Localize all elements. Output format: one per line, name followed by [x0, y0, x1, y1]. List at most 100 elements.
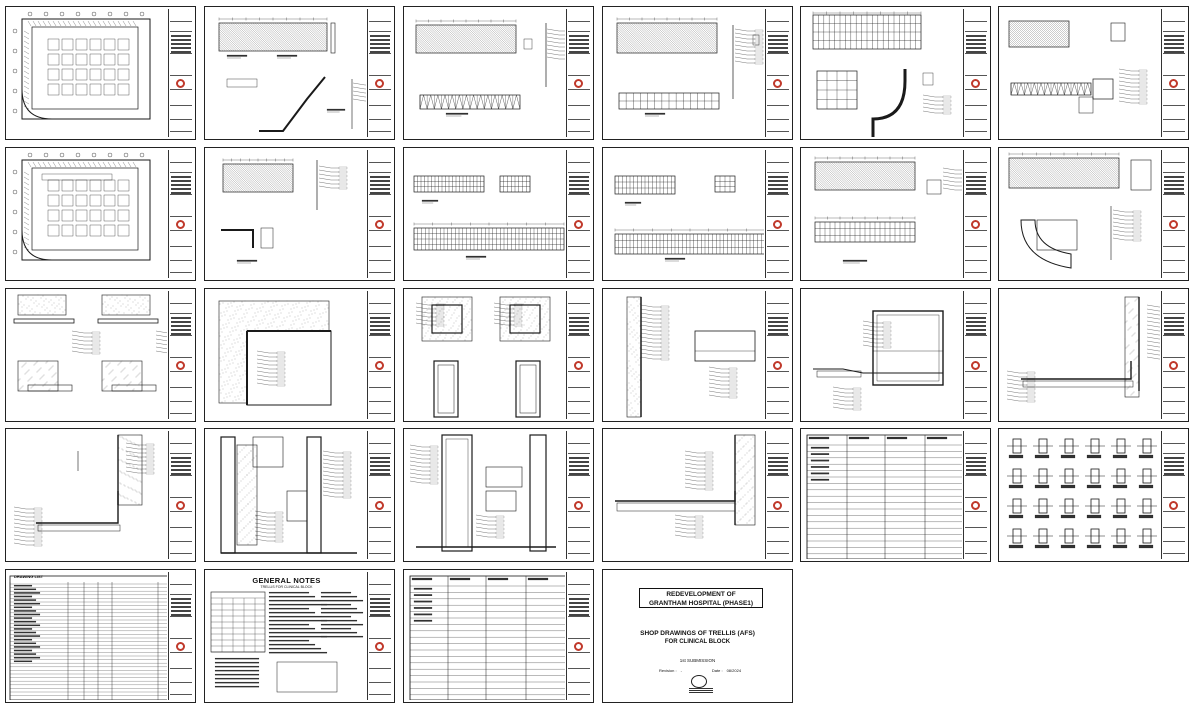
title-block-row: [369, 541, 391, 542]
title-block-row: [568, 335, 590, 336]
title-block-text: [1162, 455, 1186, 475]
title-block-row: [767, 105, 789, 106]
title-block-text: [1162, 174, 1186, 194]
title-block-row: [965, 131, 987, 132]
title-block-row: [965, 162, 987, 163]
title-block-row: [568, 172, 590, 173]
title-block-row: [568, 216, 590, 217]
title-block-row: [965, 443, 987, 444]
title-block-text: [567, 596, 591, 616]
revision-label: Revision :: [659, 668, 677, 673]
title-block-row: [965, 230, 987, 231]
title-block-row: [568, 31, 590, 32]
title-block-text: [1162, 315, 1186, 335]
title-block-row: [1163, 511, 1185, 512]
title-block-row: [170, 413, 192, 414]
title-block-text: [169, 596, 193, 616]
title-block-text: [567, 455, 591, 475]
title-block-row: [1163, 371, 1185, 372]
drawing-graphic: [813, 310, 944, 411]
title-block: [963, 291, 988, 419]
title-block-row: [568, 246, 590, 247]
title-block-row: [1163, 272, 1185, 273]
title-block-row: [767, 497, 789, 498]
title-block-row: [369, 172, 391, 173]
company-logo-icon: [1169, 501, 1178, 510]
title-block-row: [170, 313, 192, 314]
drawing-sheet-detail-columns-2: [403, 428, 594, 562]
title-block-row: [1163, 401, 1185, 402]
company-logo-icon: [691, 675, 707, 688]
title-block-row: [1163, 53, 1185, 54]
drawing-area: [406, 9, 565, 137]
title-block-row: [369, 553, 391, 554]
title-block-row: [369, 682, 391, 683]
title-block-row: [1163, 75, 1185, 76]
title-block-row: [568, 53, 590, 54]
drawing-area: [406, 572, 565, 700]
title-block-row: [965, 216, 987, 217]
title-block-row: [170, 475, 192, 476]
title-block-row: [170, 105, 192, 106]
title-block: [367, 431, 392, 559]
drawing-graphic: [13, 434, 155, 547]
title-block-text: [368, 33, 392, 53]
title-block: [1161, 431, 1186, 559]
title-block-row: [1163, 105, 1185, 106]
title-block-row: [767, 357, 789, 358]
title-block-row: [767, 541, 789, 542]
project-line-2: GRANTHAM HOSPITAL (PHASE1): [648, 600, 754, 607]
drawing-graphic: [12, 152, 151, 261]
title-block-row: [369, 246, 391, 247]
title-block-row: [170, 387, 192, 388]
title-block-text: [368, 455, 392, 475]
title-block-row: [767, 119, 789, 120]
title-block-row: [965, 31, 987, 32]
title-block-row: [170, 194, 192, 195]
drawing-graphic: [1008, 152, 1152, 269]
title-block-row: [1163, 162, 1185, 163]
company-logo-icon: [971, 361, 980, 370]
title-block-row: [170, 31, 192, 32]
title-block: [566, 150, 591, 278]
title-block-row: [369, 119, 391, 120]
title-block-row: [965, 272, 987, 273]
drawing-sheet-detail-l-big: [998, 288, 1189, 422]
submission-label: 1st SUBMISSION: [679, 658, 716, 663]
title-block-row: [568, 527, 590, 528]
title-block-text: [964, 33, 988, 53]
company-logo-icon: [176, 220, 185, 229]
title-block-row: [170, 584, 192, 585]
title-block-row: [767, 401, 789, 402]
title-block-row: [965, 194, 987, 195]
title-block-text: [766, 174, 790, 194]
title-block-row: [568, 303, 590, 304]
title-block-row: [170, 453, 192, 454]
title-block-row: [568, 638, 590, 639]
drawing-area: [1001, 291, 1160, 419]
title-block: [367, 9, 392, 137]
company-logo-icon: [375, 361, 384, 370]
drawing-sheet-schedule-table-2: [403, 569, 594, 703]
revision-value: -: [680, 668, 682, 673]
title-block-row: [369, 194, 391, 195]
title-block-row: [965, 511, 987, 512]
title-block-row: [568, 105, 590, 106]
drawing-sheet-elev-long-2: [602, 147, 793, 281]
drawing-area: [207, 431, 366, 559]
company-logo-icon: [1169, 361, 1178, 370]
title-block-row: [568, 682, 590, 683]
drawing-sheet-elev-long: [403, 147, 594, 281]
title-block-row: [369, 162, 391, 163]
drawing-sheet-elev-detail: [998, 6, 1189, 140]
title-block: [566, 431, 591, 559]
title-block-row: [767, 246, 789, 247]
title-block-row: [1163, 119, 1185, 120]
title-block-row: [767, 194, 789, 195]
title-block-row: [170, 668, 192, 669]
title-block-row: [965, 119, 987, 120]
title-block-row: [369, 335, 391, 336]
drawing-area: [8, 9, 167, 137]
